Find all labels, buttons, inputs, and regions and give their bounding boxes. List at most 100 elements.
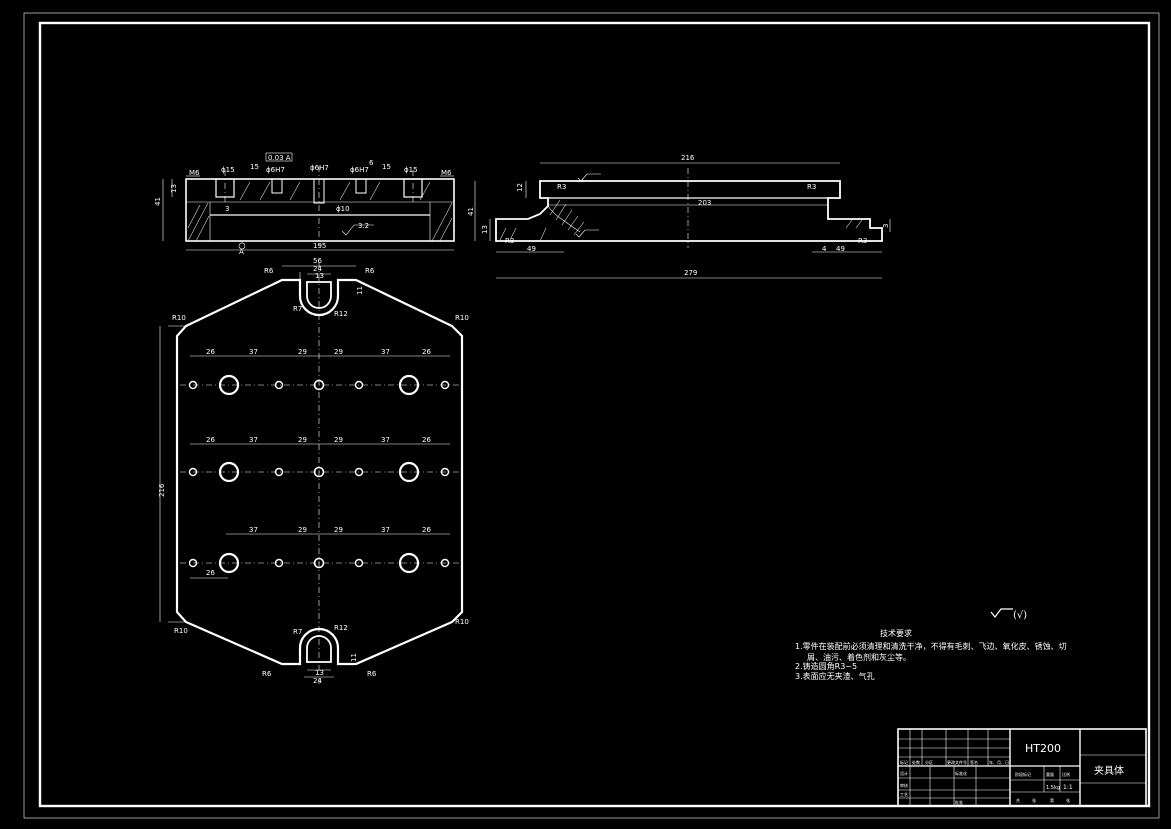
dim-r1-0: 26 (206, 348, 215, 356)
top-view (159, 262, 464, 684)
top-dim-r6-tl: R6 (264, 267, 274, 275)
title-block (897, 728, 1147, 807)
front-dim-195: 195 (313, 242, 326, 250)
front-roughness: 3.2 (358, 222, 369, 230)
dim-r1-1: 37 (249, 348, 258, 356)
side-dim-49-right: 49 (836, 245, 845, 253)
dim-r3-1: 37 (249, 526, 258, 534)
tech-req-item-1: 1.零件在装配前必须清理和清洗干净，不得有毛刺、飞边、氧化皮、锈蚀、切 (795, 641, 1067, 651)
side-dim-4: 4 (822, 245, 827, 253)
side-dim-r3-a: R3 (557, 183, 566, 191)
tb-label-8: 阶段标记 (1015, 771, 1031, 777)
front-dim-13: 13 (170, 184, 178, 193)
top-dim-r10-tr: R10 (455, 314, 469, 322)
hole-row-2 (188, 461, 450, 483)
tb-label-2: 分区 (925, 759, 933, 765)
top-dim-11-t: 11 (356, 286, 364, 295)
side-dim-3: 3 (882, 224, 890, 228)
dim-r1-4: 37 (381, 348, 390, 356)
dim-r2-1: 37 (249, 436, 258, 444)
top-dim-r12-t: R12 (334, 310, 348, 318)
side-dim-203: 203 (698, 199, 711, 207)
tb-label-14: 共 (1016, 797, 1020, 803)
top-dim-216: 216 (158, 483, 166, 497)
tb-label-4: 签名 (970, 759, 978, 765)
row-2-dims: 26 37 29 29 37 26 (206, 436, 431, 444)
top-dim-r10-br: R10 (455, 618, 469, 626)
dim-r1-5: 26 (422, 348, 431, 356)
title-block-part-name: 夹具体 (1094, 764, 1124, 777)
tb-label-13: 批准 (955, 799, 963, 805)
top-dim-26-row3-side: 26 (206, 569, 215, 577)
dim-r3-5: 26 (422, 526, 431, 534)
front-dim-d6h7-c: ϕ6H7 (350, 166, 369, 174)
dim-r2-4: 37 (381, 436, 390, 444)
tb-label-16: 第 (1050, 797, 1054, 803)
top-dim-56: 56 (313, 257, 322, 265)
tb-label-12: 工艺 (900, 792, 908, 797)
dim-r1-2: 29 (298, 348, 307, 356)
top-dim-24: 24 (313, 265, 322, 273)
tb-label-0: 标记 (900, 759, 908, 765)
top-dim-r6-tr: R6 (365, 267, 375, 275)
tech-req-title: 技术要求 (880, 628, 912, 638)
front-dim-m6-right: M6 (441, 169, 452, 177)
hole-row-3 (188, 552, 450, 574)
side-dim-41: 41 (467, 207, 475, 216)
front-dim-flatness: 0.03 A (268, 154, 291, 162)
side-dim-279: 279 (684, 269, 697, 277)
top-dim-11-b: 11 (350, 653, 358, 662)
dim-r3-2: 29 (298, 526, 307, 534)
top-dim-13-b: 13 (315, 669, 324, 677)
dim-r2-0: 26 (206, 436, 215, 444)
top-dim-r7-b: R7 (293, 628, 302, 636)
surface-finish-text: (√) (1013, 610, 1027, 621)
tb-label-11: 审核 (900, 782, 908, 788)
side-dim-r3-b: R3 (807, 183, 816, 191)
tb-label-3: 更改文件号 (947, 759, 967, 765)
side-dim-216: 216 (681, 154, 695, 162)
front-dim-41: 41 (154, 197, 162, 206)
front-dim-d6h7-a: ϕ6H7 (266, 166, 285, 174)
tech-req-item-2: 2.铸造圆角R3~5 (795, 661, 857, 671)
row-3-dims: 37 29 29 37 26 (249, 526, 431, 534)
tb-label-15: 张 (1032, 797, 1036, 803)
top-dim-r10-tl: R10 (172, 314, 186, 322)
side-dim-r3-c: R3 (505, 237, 514, 245)
front-dim-15-left: 15 (250, 163, 259, 171)
side-dim-49-left: 49 (527, 245, 536, 253)
sheet-inner-border (38, 21, 1151, 808)
front-section-view (162, 152, 455, 251)
front-dim-m6-left: M6 (189, 169, 200, 177)
front-dim-15-right: 15 (382, 163, 391, 171)
front-datum-a: A (239, 248, 244, 256)
top-dim-13: 13 (315, 272, 324, 280)
title-block-labels: 标记 处数 分区 更改文件号 签名 年、月、日 设计 标准化 阶段标记 重量 比… (900, 759, 1070, 805)
surface-finish-symbol (990, 608, 1013, 618)
top-dim-24-b: 24 (313, 677, 322, 685)
tech-req-item-3: 3.表面应无夹渣、气孔 (795, 671, 875, 681)
top-dim-r6-br: R6 (367, 670, 377, 678)
top-view-holes (188, 374, 450, 574)
side-dim-12: 12 (516, 183, 524, 192)
sheet-outer-border (23, 12, 1160, 819)
side-dim-13: 13 (481, 225, 489, 234)
top-dim-r6-bl: R6 (262, 670, 272, 678)
dim-r1-3: 29 (334, 348, 343, 356)
front-dim-d10: ϕ10 (336, 205, 350, 213)
front-dim-3: 3 (225, 205, 229, 213)
tb-label-1: 处数 (912, 759, 920, 765)
dim-r2-5: 26 (422, 436, 431, 444)
title-block-scale: 1:1 (1063, 784, 1073, 791)
tb-label-5: 年、月、日 (989, 759, 1009, 765)
front-dim-d15-right: ϕ15 (404, 166, 418, 174)
title-block-material: HT200 (1025, 742, 1061, 755)
dim-r3-4: 37 (381, 526, 390, 534)
dim-r2-2: 29 (298, 436, 307, 444)
front-dim-d6h7-b: ϕ6H7 (310, 164, 329, 172)
dim-r3-3: 29 (334, 526, 343, 534)
tb-label-6: 设计 (900, 770, 908, 776)
front-dim-6: 6 (369, 159, 374, 167)
row-1-dims: 26 37 29 29 37 26 (206, 348, 431, 356)
